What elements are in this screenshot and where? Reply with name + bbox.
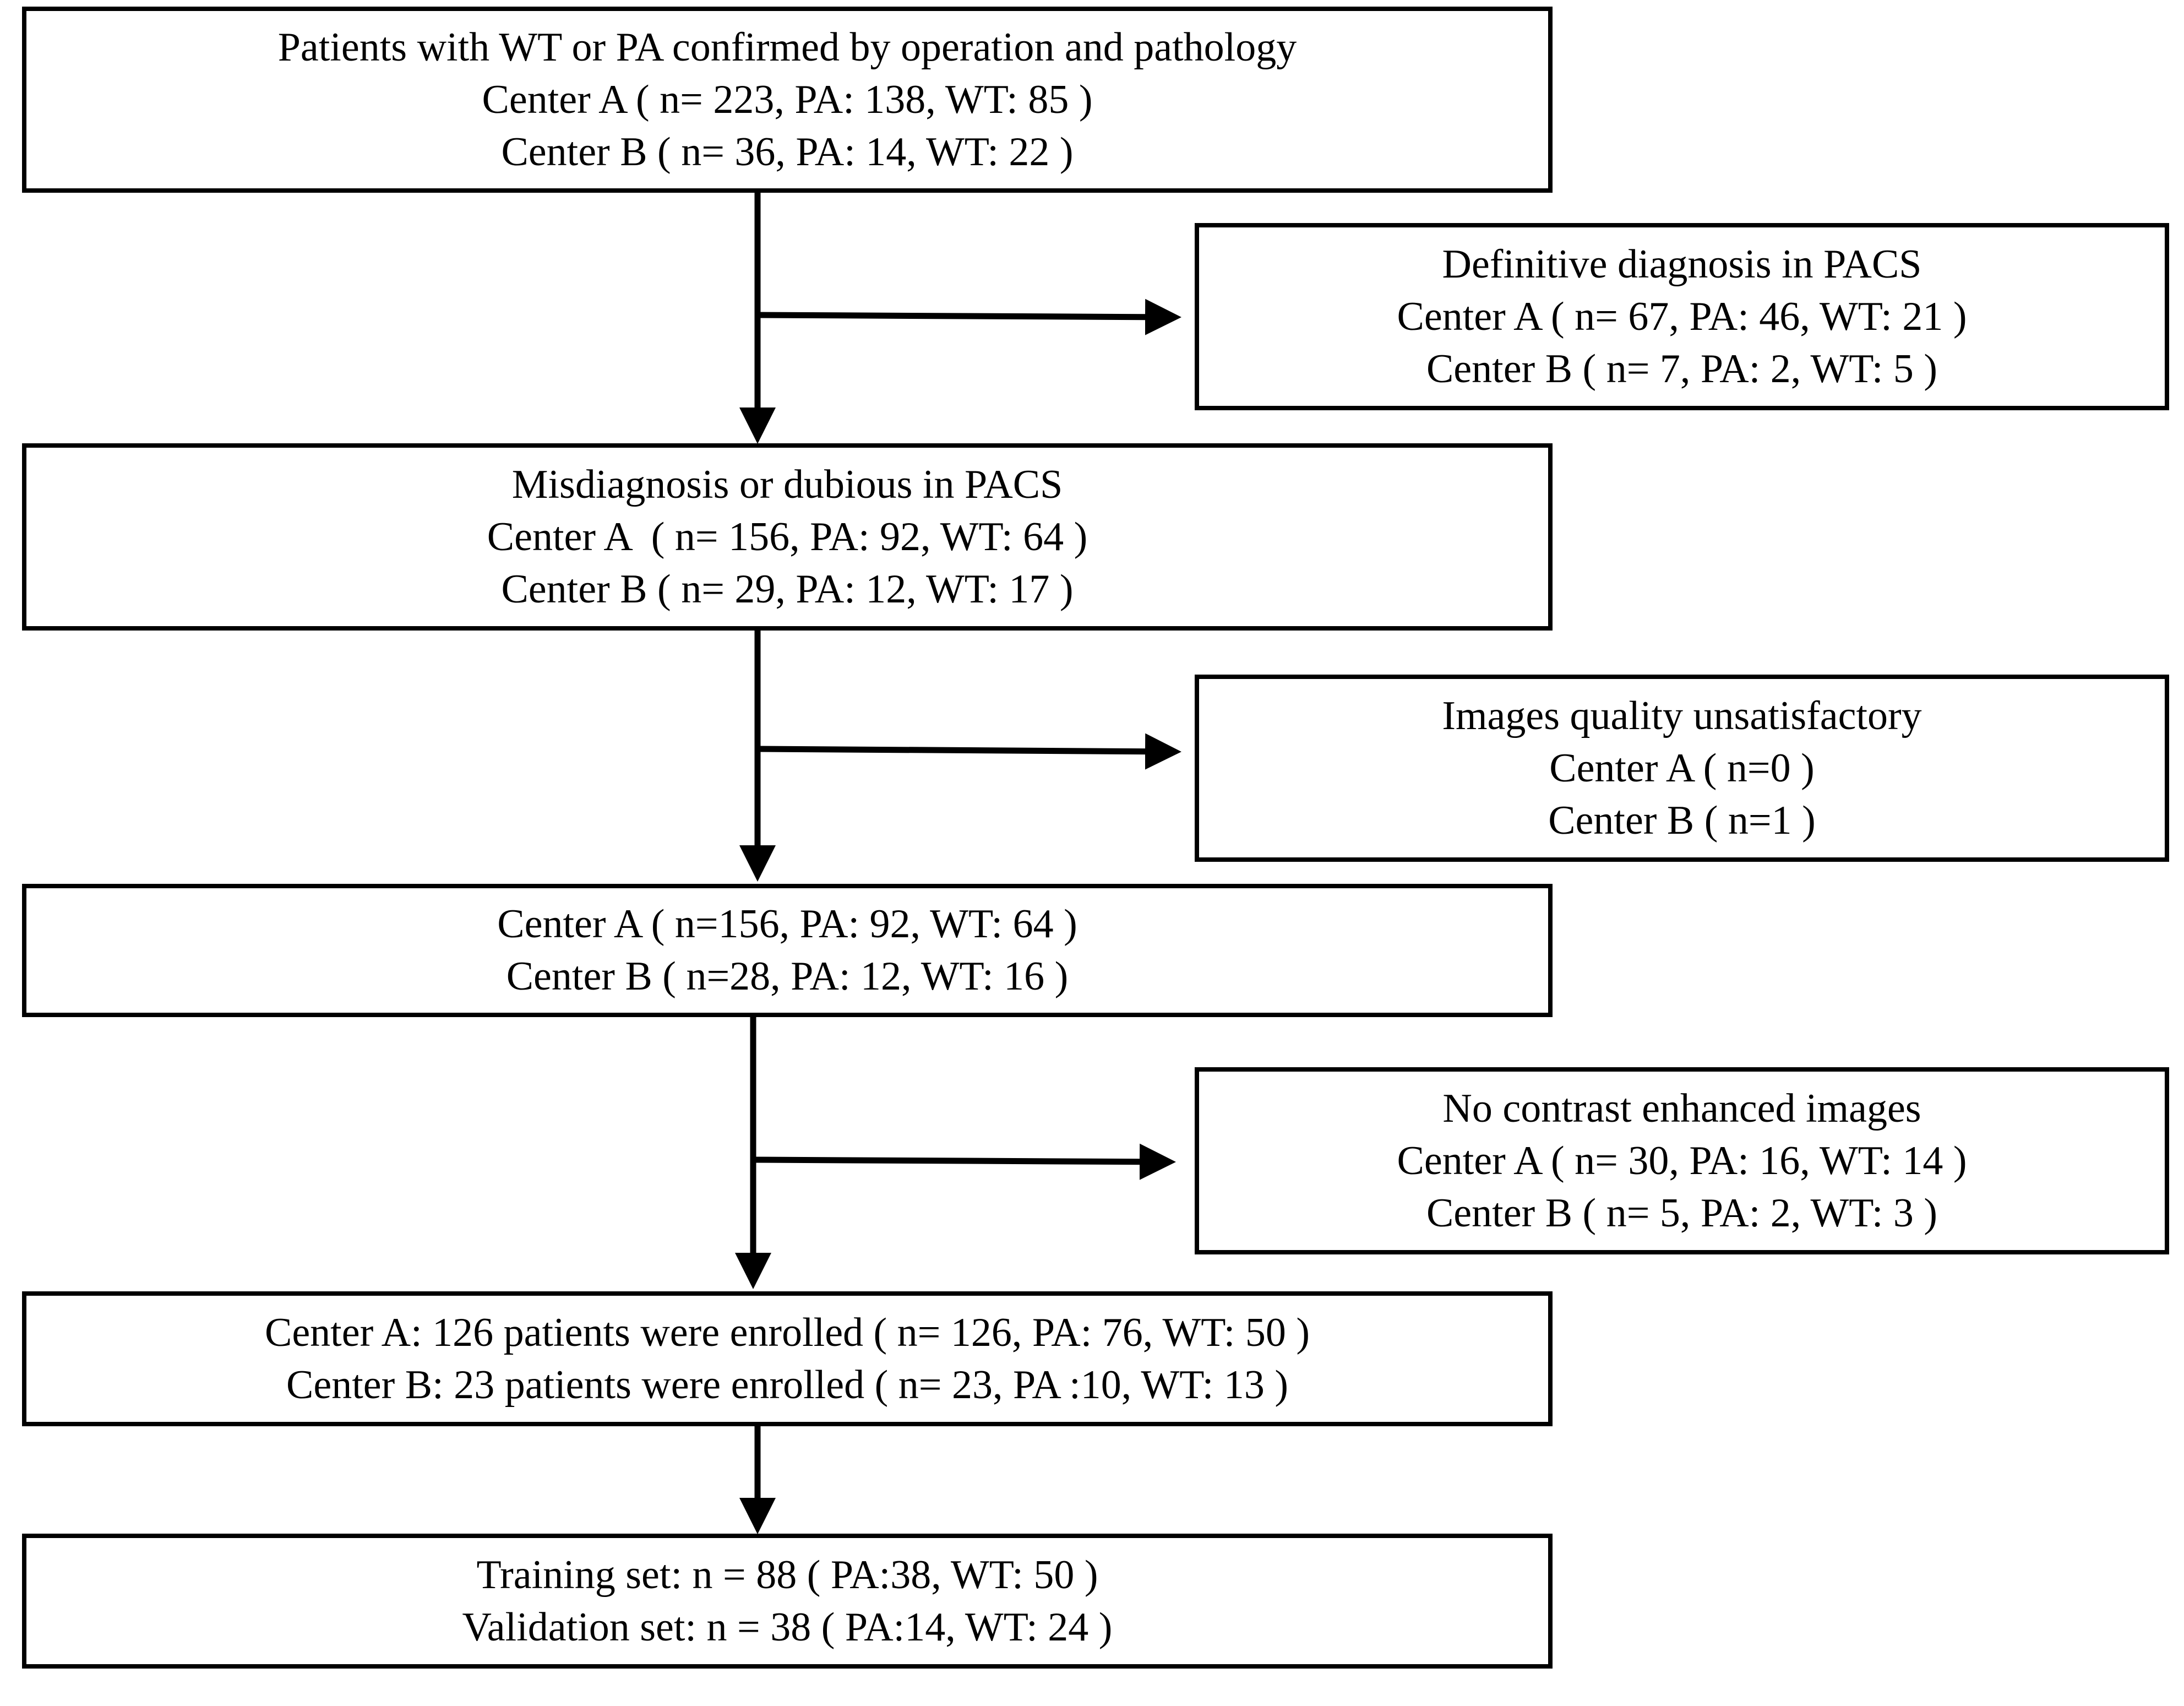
box-line: Misdiagnosis or dubious in PACS	[511, 461, 1063, 507]
box-line: Training set: n = 88 ( PA:38, WT: 50 )	[476, 1552, 1098, 1598]
box-line: Center A ( n= 67, PA: 46, WT: 21 )	[1397, 294, 1967, 339]
box-line: Images quality unsatisfactory	[1442, 693, 1922, 738]
arrow-to-side-box-3	[753, 1143, 1176, 1180]
box-line: Center A ( n=0 )	[1549, 745, 1815, 791]
box-centers-after-quality: Center A ( n=156, PA: 92, WT: 64 ) Cente…	[22, 884, 1553, 1017]
box-line: Center B ( n=28, PA: 12, WT: 16 )	[506, 954, 1069, 999]
box-line: Center A: 126 patients were enrolled ( n…	[264, 1310, 1310, 1355]
box-line: Validation set: n = 38 ( PA:14, WT: 24 )	[462, 1604, 1113, 1650]
box-line: No contrast enhanced images	[1442, 1085, 1921, 1131]
box-line: Center A ( n= 156, PA: 92, WT: 64 )	[487, 514, 1088, 559]
box-line: Patients with WT or PA confirmed by oper…	[277, 24, 1297, 70]
box-line: Center B ( n= 36, PA: 14, WT: 22 )	[501, 129, 1074, 175]
box-line: Center A ( n= 223, PA: 138, WT: 85 )	[482, 77, 1093, 122]
side-box-no-contrast: No contrast enhanced images Center A ( n…	[1195, 1067, 2169, 1254]
box-line: Center A ( n=156, PA: 92, WT: 64 )	[497, 901, 1077, 947]
box-training-validation: Training set: n = 88 ( PA:38, WT: 50 ) V…	[22, 1534, 1553, 1669]
box-line: Center B ( n= 5, PA: 2, WT: 3 )	[1426, 1190, 1938, 1236]
box-line: Center B ( n= 7, PA: 2, WT: 5 )	[1426, 346, 1938, 392]
arrow-to-side-box-1	[757, 298, 1181, 335]
box-line: Center B: 23 patients were enrolled ( n=…	[286, 1362, 1288, 1408]
box-patients-confirmed: Patients with WT or PA confirmed by oper…	[22, 7, 1553, 193]
box-line: Definitive diagnosis in PACS	[1442, 241, 1922, 287]
side-box-definitive-diagnosis: Definitive diagnosis in PACS Center A ( …	[1195, 223, 2169, 410]
side-box-image-quality: Images quality unsatisfactory Center A (…	[1195, 675, 2169, 862]
box-line: Center A ( n= 30, PA: 16, WT: 14 )	[1397, 1138, 1967, 1183]
box-line: Center B ( n=1 )	[1548, 797, 1816, 843]
box-misdiagnosis: Misdiagnosis or dubious in PACS Center A…	[22, 443, 1553, 631]
arrow-to-side-box-2	[757, 733, 1181, 770]
box-enrolled: Center A: 126 patients were enrolled ( n…	[22, 1291, 1553, 1426]
box-line: Center B ( n= 29, PA: 12, WT: 17 )	[501, 566, 1074, 612]
